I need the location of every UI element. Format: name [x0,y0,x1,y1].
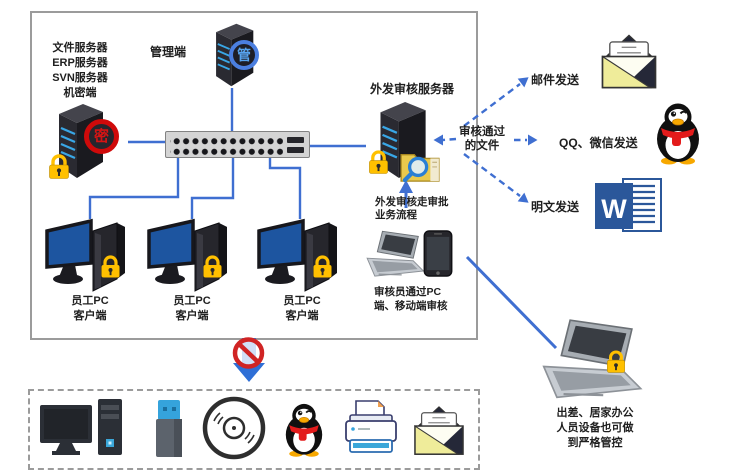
employee-pc-icon [147,217,233,293]
workstation-label: 员工PC 客户端 [71,295,109,322]
qq-icon [648,101,708,165]
blocked-mail-icon [410,404,468,458]
qq-icon [278,398,330,461]
reviewer-phone-icon [423,230,453,277]
management-server-icon: 管 [203,22,263,88]
approved-files-label: 审核通过 的文件 [459,126,505,152]
usb-drive-icon [154,399,184,459]
admin-server-label: 管理端 [150,45,187,59]
laptop-icon [362,229,426,281]
admin-badge-glyph: 管 [237,47,251,63]
blocked-cd-icon [201,395,267,461]
network-switch-icon [165,131,310,158]
blocked-channels-zone [28,389,480,470]
printer-icon [340,399,402,457]
secret-badge: 密 [84,119,119,154]
workstation-label: 员工PC 客户端 [283,295,321,322]
review-server-label: 外发审核服务器 [369,82,454,96]
blocked-printer-icon [340,399,402,457]
cd-disc-icon [201,395,267,461]
employee-pc-icon [45,217,131,293]
email-channel-label: 邮件发送 [531,73,580,87]
pc-with-lock-icon [147,217,233,293]
pc-with-lock-icon [257,217,343,293]
server-group-label: 文件服务器 ERP服务器 SVN服务器 机密端 [52,42,108,99]
lock-icon [606,350,626,374]
reviewer-laptop-icon [362,229,426,281]
reviewer-note: 审核员通过PC 端、移动端审核 [374,286,448,312]
workflow-note: 外发审核走审批 业务流程 [375,196,449,221]
confidential-server-icon: 密 [48,102,128,182]
word-doc-icon [595,178,665,236]
pc-with-lock-icon [45,217,131,293]
blocked-arrow-icon [232,337,265,382]
workstation-label: 员工PC 客户端 [173,295,211,322]
blocked-usb-icon [154,399,184,459]
envelope-icon [410,404,468,458]
review-server-icon [366,100,442,184]
plaintext-channel-label: 明文发送 [531,200,580,214]
lock-icon [368,150,389,175]
email-channel-icon [597,31,661,93]
remote-note: 出差、居家办公 人员设备也可做 到严格管控 [556,407,634,449]
folder-search-icon [399,149,441,183]
switch-uplink-slot [287,147,304,153]
laptop-icon [534,318,646,404]
remote-laptop-icon [534,318,646,404]
blocked-desktop-icon [40,399,126,459]
qq-wechat-channel-icon [648,101,708,165]
qq-wechat-channel-label: QQ、微信发送 [559,136,638,150]
employee-pc-icon [257,217,343,293]
lock-icon [48,154,70,180]
admin-badge: 管 [229,40,259,70]
blocked-qq-icon [278,398,330,461]
envelope-icon [597,31,661,93]
desktop-computer-icon [40,399,126,459]
switch-ports [170,134,283,155]
switch-uplink-slot [287,137,304,143]
plaintext-channel-icon [595,178,665,236]
smartphone-icon [423,230,453,277]
secret-badge-glyph: 密 [93,128,109,145]
